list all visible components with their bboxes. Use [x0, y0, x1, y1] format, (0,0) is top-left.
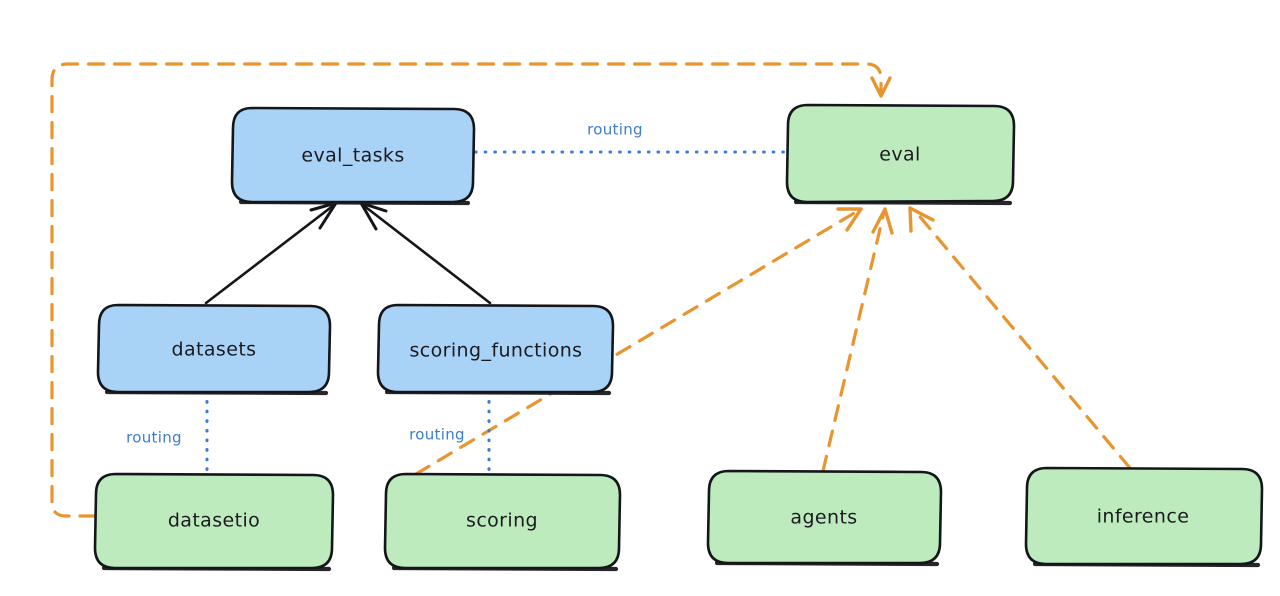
node-datasetio[interactable]: datasetio [93, 472, 335, 572]
edge-datasetio-eval [50, 62, 892, 518]
edge-datasets-eval-tasks [204, 201, 338, 305]
node-label-scoring: scoring [466, 510, 538, 532]
node-label-inference: inference [1097, 506, 1190, 528]
node-label-agents: agents [790, 507, 857, 529]
node-inference[interactable]: inference [1024, 466, 1264, 568]
node-label-eval: eval [879, 144, 920, 166]
edge-agents-eval [821, 207, 894, 473]
node-scoring-functions[interactable]: scoring_functions [376, 303, 615, 396]
node-label-eval-tasks: eval_tasks [301, 145, 404, 167]
node-eval-tasks[interactable]: eval_tasks [230, 106, 476, 206]
node-agents[interactable]: agents [706, 469, 943, 567]
node-label-datasetio: datasetio [168, 510, 260, 532]
edge-label-routing-eval-tasks: routing [587, 121, 643, 139]
edge-inference-eval [908, 206, 1132, 470]
edge-scoring-functions-eval-tasks [359, 201, 492, 305]
node-scoring[interactable]: scoring [383, 472, 622, 572]
node-label-scoring-functions: scoring_functions [410, 340, 583, 362]
node-label-datasets: datasets [172, 339, 257, 361]
node-datasets[interactable]: datasets [96, 303, 332, 396]
edge-label-routing-datasets: routing [126, 429, 182, 447]
node-eval[interactable]: eval [785, 103, 1016, 206]
edge-label-routing-scoring-functions: routing [409, 426, 465, 444]
